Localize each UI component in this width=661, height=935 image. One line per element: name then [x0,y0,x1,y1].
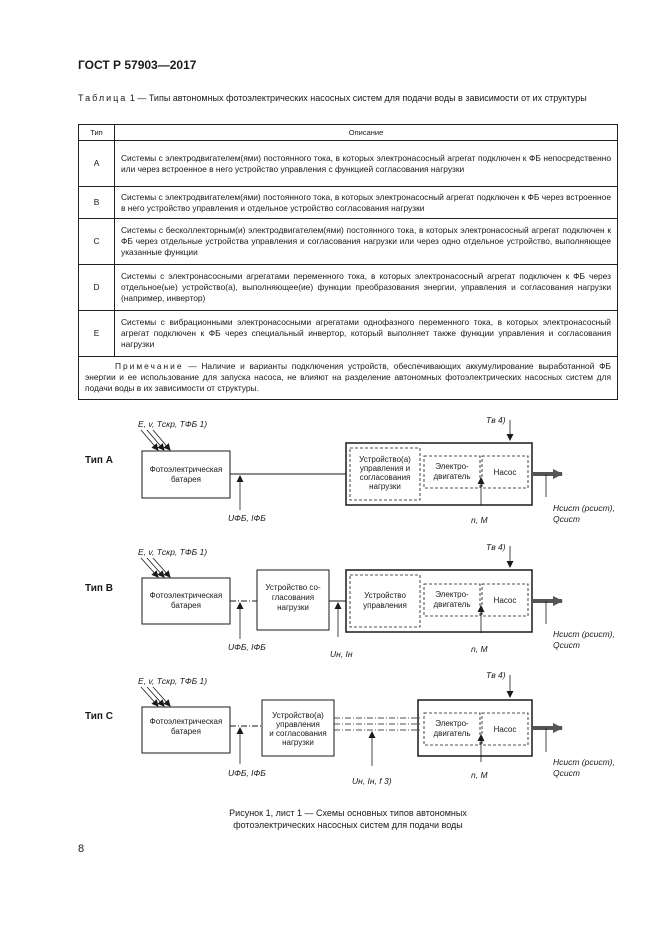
pv-battery-label: батарея [171,601,201,610]
page-number: 8 [78,843,85,855]
combined-device-label: управления [276,720,320,729]
control-device-box [349,574,421,628]
system-output-label: Hсист (pсист), [553,629,615,639]
control-device-label: Устройство [364,591,406,600]
water-temp-label: Tв 4) [486,670,506,680]
env-params-label-b: E, v, Tскр, TФБ 1) [138,547,207,557]
table-note: Примечание — Наличие и варианты подключе… [78,356,618,400]
diagram-type-b: Тип В E, v, Tскр, TФБ 1) Фотоэлектрическ… [85,542,615,659]
matching-device-label: гласования [272,593,314,602]
table-row: D Системы с электронасосными агрегатами … [78,264,618,311]
table-row: E Системы с вибрационными электронасосны… [78,310,618,357]
motor-box [423,583,481,617]
control-device-label: нагрузки [369,482,401,491]
type-c-label: Тип С [85,711,113,722]
pv-battery-label: Фотоэлектрическая [150,717,223,726]
description-cell: Системы с электродвигателем(ями) постоян… [114,140,618,187]
control-device-label: Устройство(а) [359,455,411,464]
pv-battery-label: батарея [171,727,201,736]
motor-box [423,455,481,489]
table-caption-text: 1 — Типы автономных фотоэлектрических на… [129,93,587,103]
pv-output-label: UФБ, IФБ [228,513,266,523]
pump-label: Насос [494,725,517,734]
pv-battery-label: Фотоэлектрическая [150,591,223,600]
sunlight-arrows [140,557,171,578]
document-header: ГОСТ Р 57903—2017 [78,58,197,72]
motor-box [423,712,481,746]
pv-battery-label: Фотоэлектрическая [150,465,223,474]
sunlight-arrows [140,686,171,707]
type-a-label: Тип А [85,455,113,466]
pv-battery-box [141,706,231,754]
note-text: — Наличие и варианты подключения устройс… [85,361,612,393]
shaft-params-label: n, M [471,644,488,654]
note-prefix: Примечание [115,361,184,371]
pv-output-label: UФБ, IФБ [228,642,266,652]
type-b-label: Тип В [85,583,113,594]
pump-label: Насос [494,468,517,477]
matching-device-label: Устройство со- [265,583,321,592]
types-table: Тип Описание A Системы с электродвигател… [78,124,618,400]
type-cell: A [78,140,115,187]
ac-lines [334,717,420,731]
table-note-row: Примечание — Наличие и варианты подключе… [78,356,618,400]
description-cell: Системы с бесколлекторным(и) электродвиг… [114,218,618,265]
motor-label: двигатель [434,600,471,609]
control-device-label: управления [363,601,407,610]
load-output-label: Uн, Iн [330,649,353,659]
system-output-label: Hсист (pсист), [553,757,615,767]
description-cell: Системы с вибрационными электронасосными… [114,310,618,357]
shaft-params-label: n, M [471,770,488,780]
pump-box [481,455,529,489]
motor-label: Электро- [435,462,469,471]
combined-device-label: и согласования [269,729,326,738]
matching-device-label: нагрузки [277,603,309,612]
diagram-type-c: Тип С E, v, Tскр, TФБ 1) Фотоэлектрическ… [85,670,615,786]
pump-box [481,583,529,617]
system-output-label: Hсист (pсист), [553,503,615,513]
description-cell: Системы с электродвигателем(ями) постоян… [114,186,618,219]
env-params-label-c: E, v, Tскр, TФБ 1) [138,676,207,686]
system-output-label: Qсист [553,640,580,650]
table-row: C Системы с бесколлекторным(и) электродв… [78,218,618,265]
env-params-label-a: E, v, Tскр, TФБ 1) [138,419,207,429]
combined-device-label: Устройство(а) [272,711,324,720]
table-caption: Таблица 1 — Типы автономных фотоэлектрич… [78,92,618,104]
figure-caption-line: Рисунок 1, лист 1 — Схемы основных типов… [229,808,467,818]
motor-label: Электро- [435,590,469,599]
motor-label: двигатель [434,729,471,738]
pump-label: Насос [494,596,517,605]
description-cell: Системы с электронасосными агрегатами пе… [114,264,618,311]
control-device-label: управления и [360,464,410,473]
table-row: A Системы с электродвигателем(ями) посто… [78,140,618,187]
figure-caption-line: фотоэлектрических насосных систем для по… [233,820,463,830]
table-row: B Системы с электродвигателем(ями) посто… [78,186,618,219]
figure-caption: Рисунок 1, лист 1 — Схемы основных типов… [78,807,618,831]
type-cell: B [78,186,115,219]
shaft-params-label: n, M [471,515,488,525]
combined-device-label: нагрузки [282,738,314,747]
control-device-label: согласования [360,473,411,482]
motor-label: двигатель [434,472,471,481]
sunlight-arrows [140,429,171,451]
table-caption-prefix: Таблица [78,93,128,103]
load-output-label: Uн, Iн, f 3) [352,776,392,786]
water-temp-label: Tв 4) [486,542,506,552]
type-cell: E [78,310,115,357]
matching-device-box [256,569,330,631]
water-temp-label: Tв 4) [486,415,506,425]
pump-box [481,712,529,746]
motor-label: Электро- [435,719,469,728]
pv-battery-label: батарея [171,475,201,484]
control-device-box [349,447,421,501]
system-output-label: Qсист [553,514,580,524]
system-output-label: Qсист [553,768,580,778]
combined-device-box [261,699,335,757]
diagram-type-a: Тип А E, v, Tскр, TФБ 1) Фотоэлектрическ… [85,415,615,525]
pv-output-label: UФБ, IФБ [228,768,266,778]
